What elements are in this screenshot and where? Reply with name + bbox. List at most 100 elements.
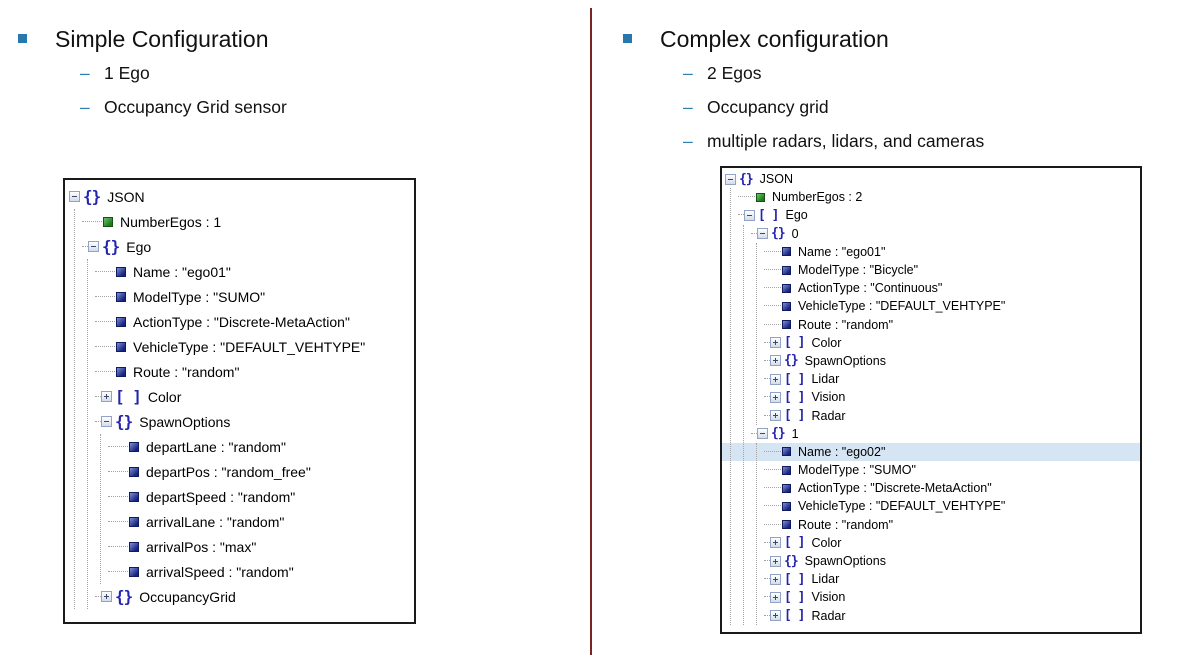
tree-node-label: Lidar (811, 572, 840, 587)
tree-node-lidar[interactable]: [ ]Lidar (764, 370, 1140, 388)
expand-icon[interactable] (770, 610, 781, 622)
tree-node-name[interactable]: Name : "ego01" (95, 259, 414, 284)
tree-node-ego[interactable]: {}Ego (82, 234, 414, 259)
tree-connector (95, 395, 101, 398)
expand-icon[interactable] (770, 573, 781, 585)
tree-node-color[interactable]: [ ]Color (95, 384, 414, 409)
tree-node-color[interactable]: [ ]Color (764, 534, 1140, 552)
tree-children-group: Name : "ego01" ModelType : "Bicycle"Actio… (756, 242, 1140, 425)
tree-node-label: Name : "ego01" (798, 244, 886, 259)
tree-node-label: Color (811, 335, 842, 350)
tree-connector (764, 523, 781, 526)
tree-node-label: JSON (759, 172, 793, 187)
tree-node-route[interactable]: Route : "random" (764, 516, 1140, 534)
tree-node-radar[interactable]: [ ]Radar (764, 406, 1140, 424)
tree-connector (108, 495, 128, 498)
tree-node-actiontype[interactable]: ActionType : "Discrete-MetaAction" (764, 479, 1140, 497)
tree-node-vehicletype[interactable]: VehicleType : "DEFAULT_VEHTYPE" (95, 334, 414, 359)
bullet-square-icon (18, 34, 27, 43)
expand-icon[interactable] (770, 410, 781, 422)
tree-node-label: NumberEgos : 2 (772, 190, 863, 205)
tree-node-modeltype[interactable]: ModelType : "SUMO" (95, 284, 414, 309)
tree-node-arrivalspeed[interactable]: arrivalSpeed : "random" (108, 559, 414, 584)
tree-connector (95, 345, 115, 348)
array-brackets-icon: [ ] (784, 589, 806, 605)
expand-icon[interactable] (770, 537, 781, 549)
tree-connector (108, 470, 128, 473)
tree-node-0[interactable]: {}0 (751, 225, 1140, 243)
tree-node-ego[interactable]: [ ] Ego (738, 206, 1140, 224)
tree-node-departpos[interactable]: departPos : "random_free" (108, 459, 414, 484)
expand-icon[interactable] (101, 391, 112, 402)
tree-node-numberegos[interactable]: NumberEgos : 2 (738, 188, 1140, 206)
tree-node-json[interactable]: {}JSON (725, 170, 1140, 188)
tree-node-radar[interactable]: [ ]Radar (764, 607, 1140, 625)
tree-node-label: Lidar (811, 372, 840, 387)
tree-connector (108, 545, 128, 548)
collapse-icon[interactable] (69, 191, 80, 202)
tree-node-label: Ego (785, 208, 808, 223)
tree-node-vehicletype[interactable]: VehicleType : "DEFAULT_VEHTYPE" (764, 297, 1140, 315)
tree-node-arrivalpos[interactable]: arrivalPos : "max" (108, 534, 414, 559)
collapse-icon[interactable] (744, 209, 755, 221)
tree-node-1[interactable]: {}1 (751, 425, 1140, 443)
tree-node-label: ActionType : "Discrete-MetaAction" (798, 481, 992, 496)
bullet-item-label: Occupancy grid (707, 97, 829, 117)
tree-node-departspeed[interactable]: departSpeed : "random" (108, 484, 414, 509)
tree-node-spawnoptions[interactable]: {}SpawnOptions (764, 552, 1140, 570)
tree-connector (764, 560, 770, 562)
tree-node-departlane[interactable]: departLane : "random" (108, 434, 414, 459)
left-bullet-list: –1 Ego–Occupancy Grid sensor (80, 62, 287, 118)
expand-icon[interactable] (770, 555, 781, 567)
tree-connector (95, 370, 115, 373)
tree-node-color[interactable]: [ ]Color (764, 334, 1140, 352)
tree-node-modeltype[interactable]: ModelType : "SUMO" (764, 461, 1140, 479)
tree-node-vehicletype[interactable]: VehicleType : "DEFAULT_VEHTYPE" (764, 497, 1140, 515)
tree-node-vision[interactable]: [ ]Vision (764, 588, 1140, 606)
expand-icon[interactable] (770, 373, 781, 385)
tree-node-arrivallane[interactable]: arrivalLane : "random" (108, 509, 414, 534)
tree-node-actiontype[interactable]: ActionType : "Discrete-MetaAction" (95, 309, 414, 334)
tree-node-label: VehicleType : "DEFAULT_VEHTYPE" (133, 338, 366, 355)
expand-icon[interactable] (770, 355, 781, 367)
string-value-icon (782, 265, 791, 275)
object-braces-icon: {} (784, 553, 799, 569)
tree-node-label: OccupancyGrid (139, 588, 236, 605)
tree-node-json[interactable]: {}JSON (69, 184, 414, 209)
tree-node-label: departSpeed : "random" (146, 488, 296, 505)
tree-node-label: NumberEgos : 1 (120, 213, 222, 230)
collapse-icon[interactable] (88, 241, 99, 252)
tree-node-actiontype[interactable]: ActionType : "Continuous" (764, 279, 1140, 297)
tree-node-spawnoptions[interactable]: {}SpawnOptions (95, 409, 414, 434)
array-brackets-icon: [ ] (784, 389, 806, 405)
tree-node-lidar[interactable]: [ ]Lidar (764, 570, 1140, 588)
dash-bullet-icon: – (683, 131, 693, 151)
string-value-icon (116, 341, 126, 352)
tree-node-spawnoptions[interactable]: {}SpawnOptions (764, 352, 1140, 370)
tree-node-name[interactable]: Name : "ego01" (764, 243, 1140, 261)
collapse-icon[interactable] (757, 428, 768, 440)
expand-icon[interactable] (101, 591, 112, 602)
string-value-icon (116, 291, 126, 302)
expand-icon[interactable] (770, 591, 781, 603)
tree-node-label: Vision (811, 390, 846, 405)
expand-icon[interactable] (770, 337, 781, 349)
expand-icon[interactable] (770, 391, 781, 403)
string-value-icon (116, 266, 126, 277)
tree-connector (738, 214, 744, 216)
tree-node-vision[interactable]: [ ] Vision (764, 388, 1140, 406)
tree-node-modeltype[interactable]: ModelType : "Bicycle" (764, 261, 1140, 279)
collapse-icon[interactable] (757, 228, 768, 240)
array-brackets-icon: [ ] (758, 207, 780, 223)
string-value-icon (129, 491, 139, 502)
right-section-header: Complex configuration –2 Egos–Occupancy … (623, 24, 984, 164)
tree-node-name[interactable]: Name : "ego02" (722, 442, 1140, 462)
collapse-icon[interactable] (101, 416, 112, 427)
tree-node-numberegos[interactable]: NumberEgos : 1 (82, 209, 414, 234)
tree-node-occupancygrid[interactable]: {}OccupancyGrid (95, 584, 414, 609)
collapse-icon[interactable] (725, 173, 736, 185)
tree-node-route[interactable]: Route : "random" (764, 316, 1140, 334)
string-value-icon (129, 516, 139, 527)
tree-node-route[interactable]: Route : "random" (95, 359, 414, 384)
